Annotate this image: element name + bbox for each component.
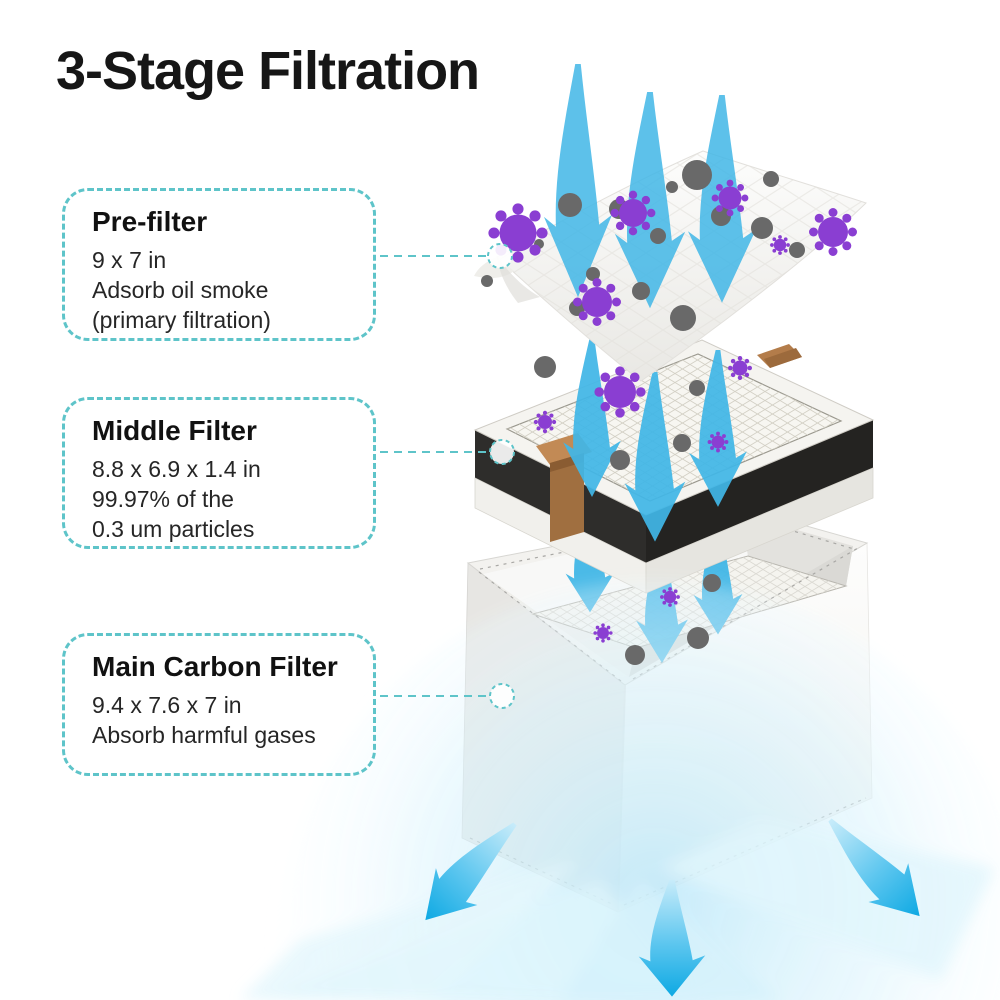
callout-connectors	[380, 243, 515, 709]
dust-particles	[481, 160, 805, 665]
connector-dot-main-carbon-filter	[489, 683, 515, 709]
connector-dot-middle-filter	[489, 439, 515, 465]
airflow-arrows-top	[543, 64, 757, 309]
callout-title: Middle Filter	[92, 415, 257, 446]
page-title: 3-Stage Filtration	[56, 41, 480, 101]
callout-spec-line: 8.8 x 6.9 x 1.4 in	[92, 456, 261, 482]
callout-spec-line: 0.3 um particles	[92, 516, 255, 542]
callout-spec-line: Adsorb oil smoke	[92, 277, 269, 303]
callout-spec-line: 9.4 x 7.6 x 7 in	[92, 692, 242, 718]
callout-spec-line: 9 x 7 in	[92, 247, 167, 273]
callout-middle-filter: Middle Filter 8.8 x 6.9 x 1.4 in 99.97% …	[62, 397, 376, 549]
connector-dot-pre-filter	[487, 243, 513, 269]
callout-title: Main Carbon Filter	[92, 651, 338, 682]
callout-spec-line: Absorb harmful gases	[92, 722, 316, 748]
callout-title: Pre-filter	[92, 206, 208, 237]
callout-main-carbon-filter: Main Carbon Filter 9.4 x 7.6 x 7 in Abso…	[62, 633, 376, 776]
callout-pre-filter: Pre-filter 9 x 7 in Adsorb oil smoke (pr…	[62, 188, 376, 341]
callout-spec-line: 99.97% of the	[92, 486, 234, 512]
callout-spec-line: (primary filtration)	[92, 307, 271, 333]
